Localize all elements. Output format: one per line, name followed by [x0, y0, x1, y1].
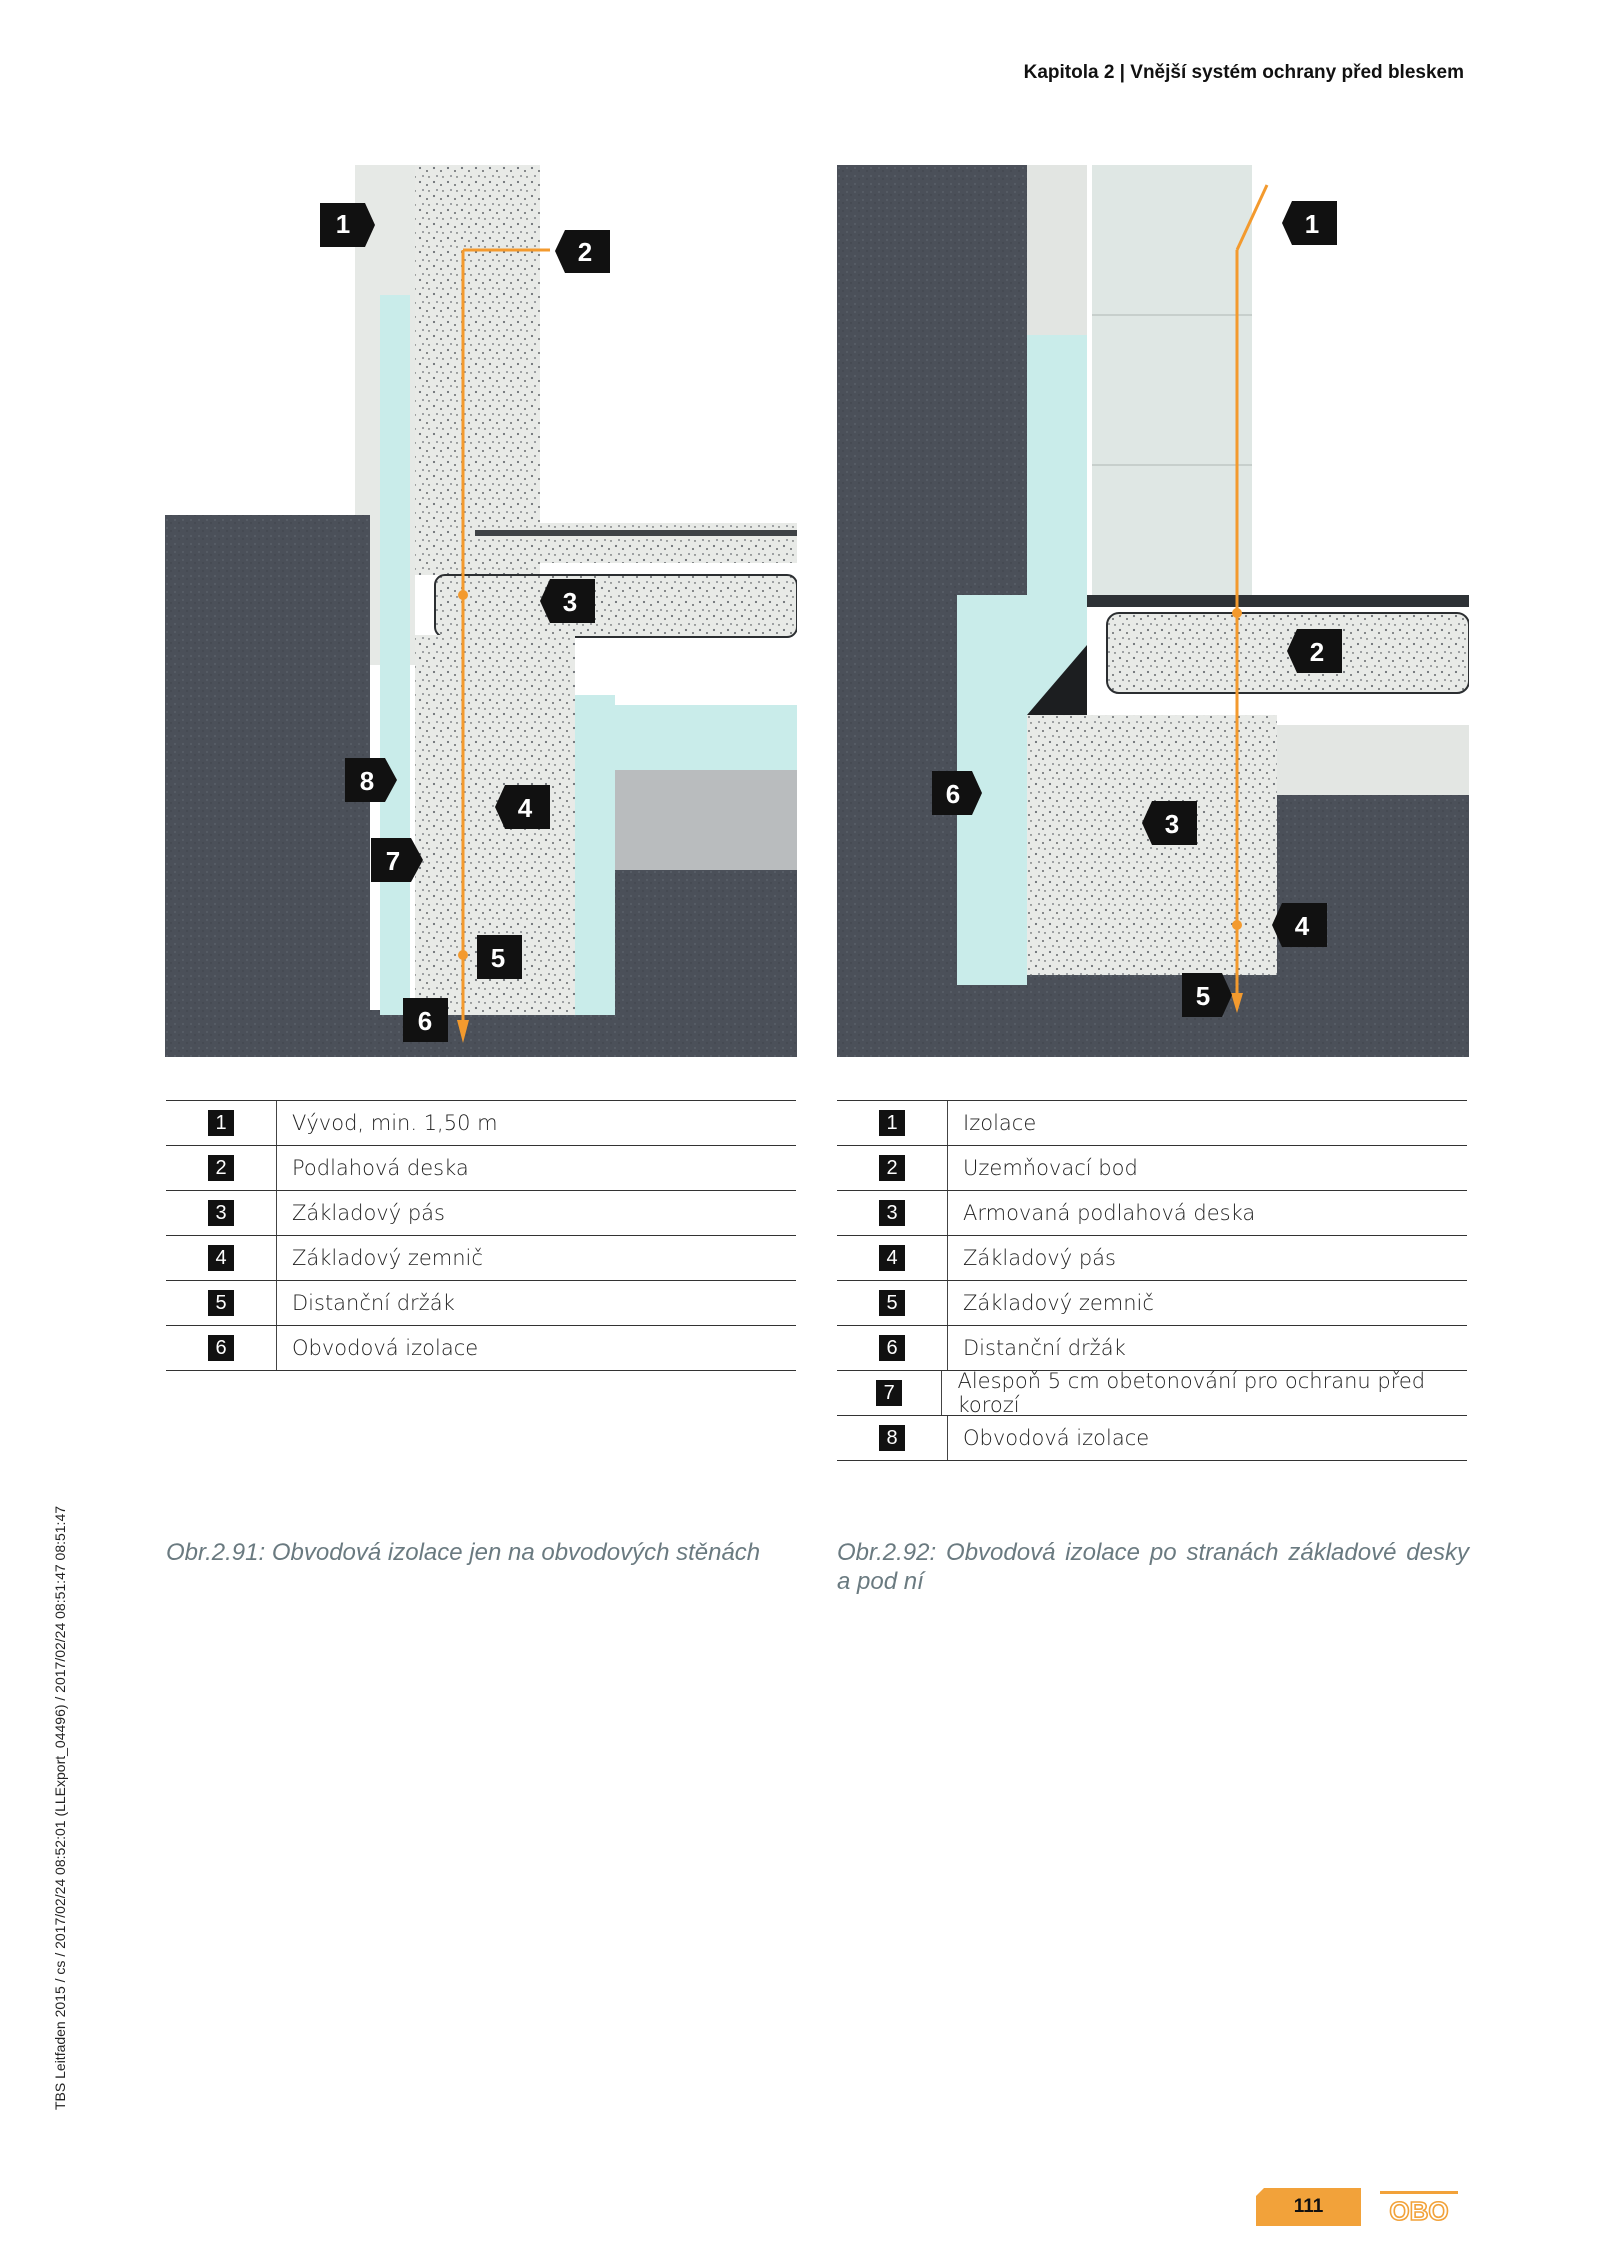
legend-label: Distanční držák [292, 1291, 455, 1315]
figure-perimeter-insulation-slab: 1 2 3 4 5 6 [837, 165, 1469, 1057]
svg-text:7: 7 [386, 846, 400, 876]
figure-caption-2-92: Obr.2.92: Obvodová izolace po stranách z… [837, 1539, 1469, 1595]
legend-row: 1 Izolace [837, 1101, 1467, 1146]
side-metadata-text: TBS Leitfaden 2015 / cs / 2017/02/24 08:… [52, 1505, 68, 2110]
svg-text:2: 2 [1310, 637, 1324, 667]
marker-6: 6 [403, 998, 448, 1042]
legend-number: 2 [879, 1155, 905, 1181]
marker-1: 1 [320, 203, 375, 247]
legend-label: Distanční držák [963, 1336, 1126, 1360]
legend-number: 4 [208, 1245, 234, 1271]
legend-label: Izolace [963, 1111, 1037, 1135]
legend-row: 6 Distanční držák [837, 1326, 1467, 1371]
legend-label: Obvodová izolace [963, 1426, 1150, 1450]
marker-3: 3 [540, 579, 595, 623]
svg-text:OBO: OBO [1389, 2196, 1448, 2226]
legend-row: 3 Armovaná podlahová deska [837, 1191, 1467, 1236]
marker-5: 5 [1182, 973, 1232, 1017]
legend-number: 6 [208, 1335, 234, 1361]
legend-row: 7 Alespoň 5 cm obetonování pro ochranu př… [837, 1369, 1467, 1417]
legend-number: 1 [208, 1110, 234, 1136]
legend-row: 2 Uzemňovací bod [837, 1146, 1467, 1191]
legend-label: Základový zemnič [963, 1291, 1154, 1315]
svg-text:5: 5 [1196, 981, 1210, 1011]
legend-row: 1 Vývod, min. 1,50 m [166, 1101, 796, 1146]
marker-2: 2 [1287, 629, 1342, 673]
marker-1: 1 [1282, 201, 1337, 245]
legend-number: 5 [879, 1290, 905, 1316]
svg-text:6: 6 [946, 779, 960, 809]
legend-label: Alespoň 5 cm obetonování pro ochranu pře… [957, 1369, 1426, 1417]
legend-number: 2 [208, 1155, 234, 1181]
legend-label: Základový pás [292, 1201, 445, 1225]
legend-number: 3 [208, 1200, 234, 1226]
legend-row: 4 Základový pás [837, 1236, 1467, 1281]
legend-figure-2-92: 1 Izolace 2 Uzemňovací bod 3 Armovaná podla… [837, 1100, 1467, 1461]
marker-7: 7 [371, 838, 423, 882]
legend-label: Vývod, min. 1,50 m [292, 1111, 498, 1135]
legend-label: Armovaná podlahová deska [963, 1201, 1256, 1225]
svg-text:4: 4 [518, 793, 533, 823]
legend-row: 6 Obvodová izolace [166, 1326, 796, 1371]
legend-row: 4 Základový zemnič [166, 1236, 796, 1281]
legend-label: Podlahová deska [292, 1156, 469, 1180]
svg-text:3: 3 [1165, 809, 1179, 839]
svg-text:1: 1 [1305, 209, 1319, 239]
legend-number: 8 [879, 1425, 905, 1451]
legend-row: 8 Obvodová izolace [837, 1416, 1467, 1461]
legend-number: 4 [879, 1245, 905, 1271]
figure-perimeter-insulation-walls: 1 2 3 4 5 6 7 8 [165, 165, 797, 1057]
marker-4: 4 [495, 785, 550, 829]
legend-row: 5 Základový zemnič [837, 1281, 1467, 1326]
obo-logo: OBO [1380, 2191, 1458, 2226]
legend-label: Základový pás [963, 1246, 1116, 1270]
figure-caption-2-91: Obr.2.91: Obvodová izolace jen na obvodo… [166, 1539, 761, 1566]
svg-text:6: 6 [418, 1006, 432, 1036]
legend-row: 2 Podlahová deska [166, 1146, 796, 1191]
legend-number: 7 [876, 1380, 903, 1406]
legend-row: 5 Distanční držák [166, 1281, 796, 1326]
legend-number: 3 [879, 1200, 905, 1226]
svg-text:1: 1 [336, 209, 350, 239]
svg-text:4: 4 [1295, 911, 1310, 941]
page-number: 111 [1256, 2188, 1361, 2226]
chapter-header: Kapitola 2 | Vnější systém ochrany před … [1023, 62, 1464, 83]
marker-4: 4 [1272, 903, 1327, 947]
svg-text:2: 2 [578, 237, 592, 267]
legend-number: 6 [879, 1335, 905, 1361]
marker-8: 8 [345, 758, 397, 802]
marker-6: 6 [932, 771, 982, 815]
svg-text:3: 3 [563, 587, 577, 617]
legend-row: 3 Základový pás [166, 1191, 796, 1236]
legend-number: 1 [879, 1110, 905, 1136]
legend-label: Obvodová izolace [292, 1336, 479, 1360]
marker-3: 3 [1142, 801, 1197, 845]
svg-text:8: 8 [360, 766, 374, 796]
legend-label: Základový zemnič [292, 1246, 483, 1270]
marker-2: 2 [555, 230, 610, 273]
legend-label: Uzemňovací bod [963, 1156, 1138, 1180]
svg-text:5: 5 [491, 943, 505, 973]
marker-5: 5 [477, 935, 522, 979]
legend-number: 5 [208, 1290, 234, 1316]
